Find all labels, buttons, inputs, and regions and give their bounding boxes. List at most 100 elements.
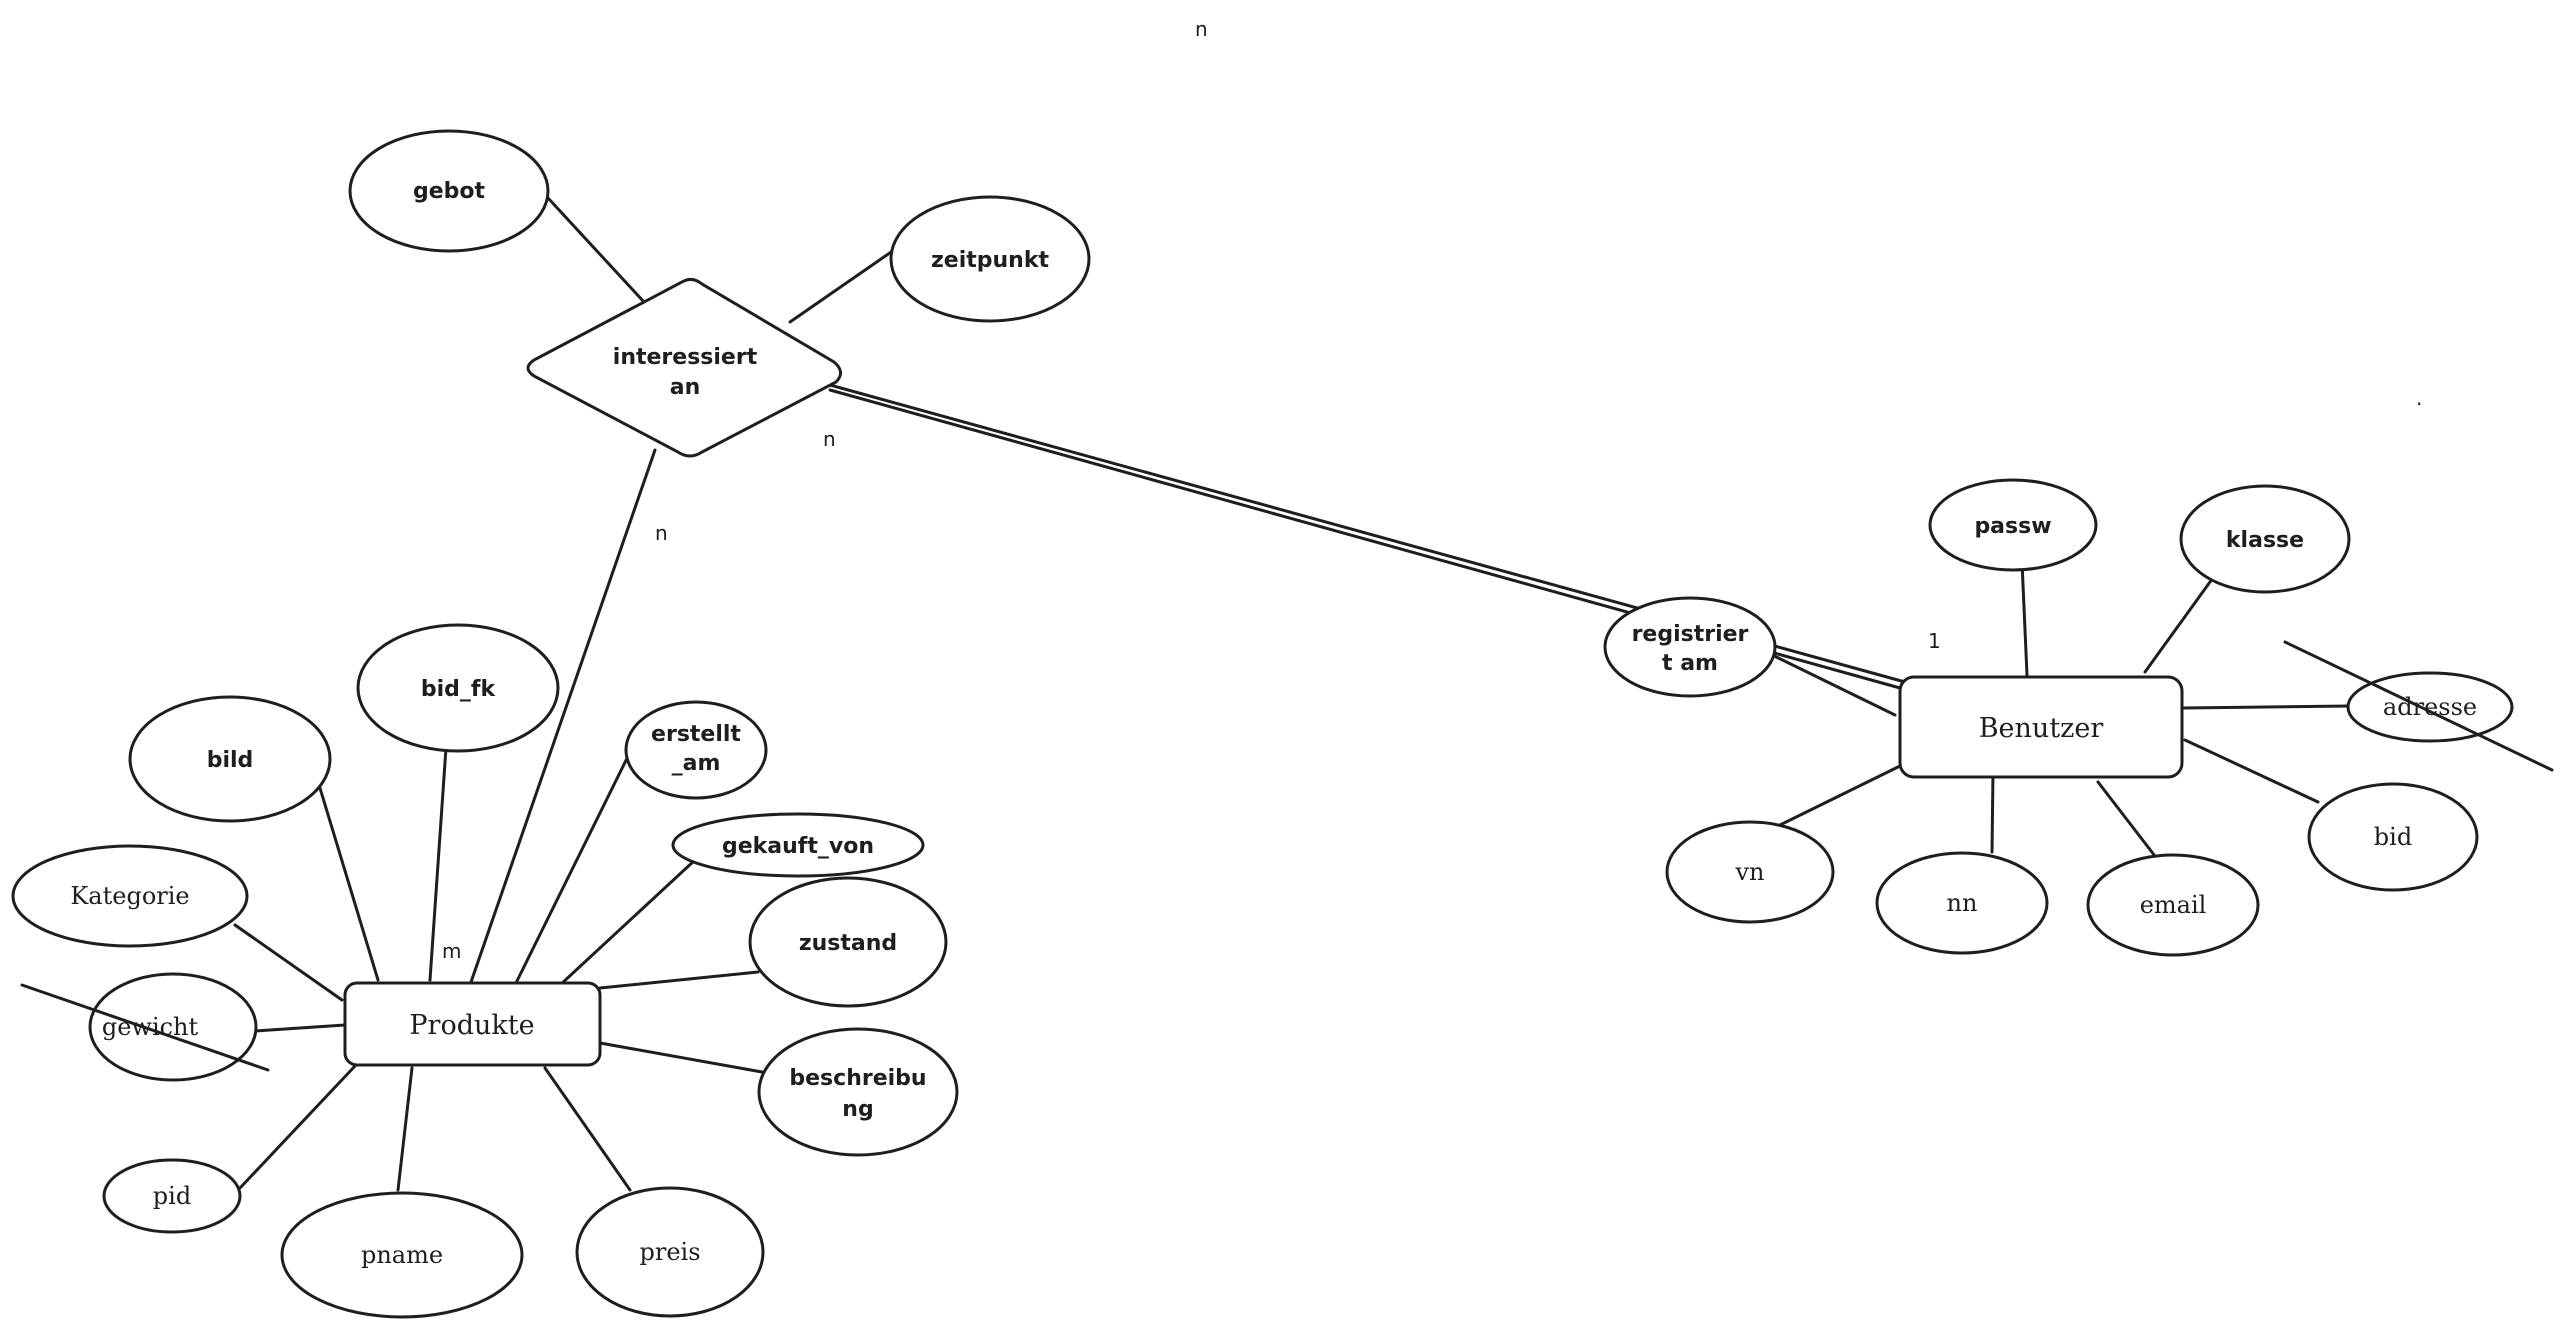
attribute-vn-ellipse [1665, 820, 1835, 924]
attribute-zustand[interactable]: zustand [748, 876, 948, 1008]
edge-produkte-gewicht [253, 1023, 347, 1033]
entity-benutzer-box [1898, 675, 2184, 779]
edge-produkte-erstellt-am [513, 730, 642, 987]
relationship-label-line2: an [670, 375, 701, 400]
attribute-email-ellipse [2086, 853, 2260, 957]
attribute-registriert-am-label-line2: t am [1662, 651, 1718, 676]
edge-benutzer-klasse [2143, 573, 2217, 674]
entity-produkte-box [343, 981, 602, 1067]
attribute-pname-label: pname [361, 1241, 443, 1269]
edge-benutzer-bid [2183, 738, 2320, 804]
attribute-registriert-am[interactable]: registrier t am [1603, 596, 1777, 698]
attribute-vn[interactable]: vn [1665, 820, 1835, 924]
attribute-erstellt-am[interactable]: erstellt _am [624, 700, 768, 800]
attribute-adresse[interactable]: adresse [2283, 640, 2554, 772]
attribute-gekauft-von[interactable]: gekauft_von [671, 812, 925, 878]
relationship-label-line1: interessiert [613, 345, 758, 370]
attribute-adresse-ellipse [2346, 671, 2514, 743]
attribute-bid-ellipse [2307, 782, 2479, 892]
attribute-pid-label: pid [153, 1182, 191, 1210]
attribute-gebot[interactable]: gebot [348, 129, 550, 253]
edge-benutzer-email [2096, 780, 2160, 862]
edge-produkte-beschreibung [598, 1041, 764, 1074]
attribute-zustand-ellipse [748, 876, 948, 1008]
attribute-bild-label: bild [207, 748, 254, 773]
attribute-bild-ellipse [128, 695, 332, 823]
attribute-preis-label: preis [639, 1238, 700, 1266]
attribute-klasse[interactable]: klasse [2179, 484, 2351, 594]
attribute-bid-fk-label: bid_fk [421, 677, 497, 702]
edge-rel-gebot [546, 196, 646, 304]
edge-produkte-gekauft-von [558, 858, 697, 987]
attribute-gebot-label: gebot [413, 179, 486, 204]
attribute-kategorie-ellipse [11, 844, 249, 948]
relationship-interessiert-an[interactable]: interessiert an [526, 277, 842, 458]
attribute-bid[interactable]: bid [2307, 782, 2479, 892]
attribute-erstellt-am-ellipse [624, 700, 768, 800]
attribute-registriert-am-label-line1: registrier [1632, 622, 1749, 647]
attribute-registriert-am-ellipse [1603, 596, 1777, 698]
attribute-pname[interactable]: pname [280, 1191, 524, 1319]
edge-rel-produkte [468, 448, 657, 987]
stray-dot: . [2416, 386, 2422, 410]
attribute-gekauft-von-label: gekauft_von [722, 834, 874, 859]
edge-produkte-bild [308, 753, 380, 982]
attribute-beschreibung-label-line1: beschreibu [789, 1066, 926, 1091]
attribute-klasse-label: klasse [2226, 528, 2304, 553]
attribute-preis[interactable]: preis [575, 1186, 765, 1318]
attribute-zustand-label: zustand [799, 931, 897, 956]
attribute-passw-label: passw [1974, 514, 2051, 539]
attribute-beschreibung-ellipse [757, 1027, 959, 1157]
attribute-zeitpunkt-ellipse [889, 195, 1091, 323]
edge-benutzer-registriert-am [1760, 648, 1897, 717]
entity-produkte[interactable]: Produkte [343, 981, 602, 1067]
edge-benutzer-nn [1990, 770, 1995, 854]
edge-produkte-zustand [598, 970, 760, 990]
attribute-zeitpunkt-label: zeitpunkt [931, 248, 1049, 273]
cardinalities: n n n m 1 [442, 17, 1941, 963]
cardinality-produkte-m: m [442, 939, 461, 963]
attribute-adresse-strikethrough [2283, 640, 2554, 772]
attribute-kategorie[interactable]: Kategorie [11, 844, 249, 948]
attribute-email[interactable]: email [2086, 853, 2260, 957]
attribute-gebot-ellipse [348, 129, 550, 253]
attribute-gewicht[interactable]: gewicht [20, 972, 270, 1082]
edge-produkte-pid [238, 1064, 357, 1190]
attribute-erstellt-am-label-line1: erstellt [651, 722, 741, 747]
cardinality-top-n: n [1195, 17, 1208, 41]
entity-benutzer[interactable]: Benutzer [1898, 675, 2184, 779]
attribute-pid[interactable]: pid [102, 1158, 242, 1234]
edge-produkte-bid-fk [428, 746, 448, 982]
edge-produkte-pname [396, 1066, 414, 1192]
attribute-bid-fk[interactable]: bid_fk [356, 623, 560, 753]
attribute-nn-label: nn [1947, 889, 1978, 917]
attribute-pid-ellipse [102, 1158, 242, 1234]
attribute-beschreibung-label-line2: ng [842, 1097, 873, 1122]
attribute-zeitpunkt[interactable]: zeitpunkt [889, 195, 1091, 323]
attribute-bild[interactable]: bild [128, 695, 332, 823]
edge-benutzer-vn [1778, 763, 1904, 827]
edge-benutzer-adresse [2181, 704, 2352, 710]
attribute-passw[interactable]: passw [1928, 478, 2098, 572]
attribute-bid-label: bid [2374, 823, 2412, 851]
attribute-gewicht-ellipse [88, 972, 258, 1082]
edge-benutzer-passw [2020, 560, 2029, 677]
edge-rel-zeitpunkt [788, 248, 896, 324]
edge-produkte-preis [543, 1066, 632, 1192]
attribute-preis-ellipse [575, 1186, 765, 1318]
cardinality-rel-right-n: n [823, 427, 836, 451]
attribute-vn-label: vn [1734, 858, 1764, 886]
attribute-kategorie-label: Kategorie [70, 882, 189, 910]
attribute-beschreibung[interactable]: beschreibu ng [757, 1027, 959, 1157]
attribute-nn-ellipse [1875, 851, 2049, 955]
attribute-gewicht-strikethrough [20, 983, 270, 1072]
attribute-klasse-ellipse [2179, 484, 2351, 594]
edge-produkte-kategorie [233, 923, 344, 1002]
cardinality-rel-bottom-n: n [655, 521, 668, 545]
attribute-pname-ellipse [280, 1191, 524, 1319]
attribute-nn[interactable]: nn [1875, 851, 2049, 955]
attribute-erstellt-am-label-line2: _am [672, 751, 721, 776]
attribute-passw-ellipse [1928, 478, 2098, 572]
attribute-email-label: email [2140, 891, 2207, 919]
